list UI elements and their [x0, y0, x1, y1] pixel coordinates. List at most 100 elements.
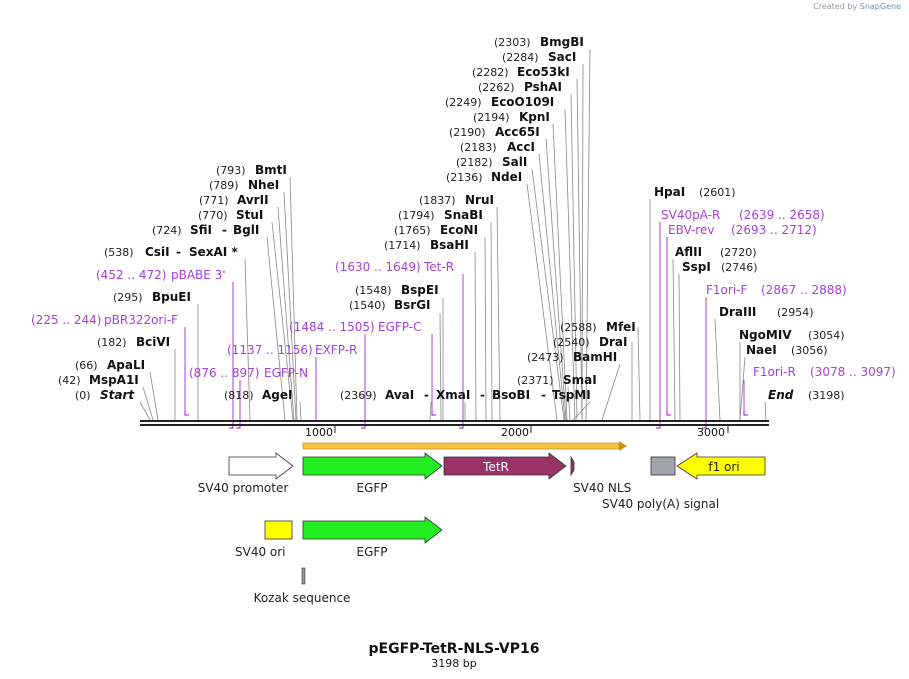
- site-22-name: Acc65I: [495, 125, 540, 139]
- primer-leader-lines: [184, 222, 745, 428]
- svg-text:-: -: [222, 223, 227, 237]
- site-12-name2: XmaI: [436, 388, 470, 402]
- feature-f1-ori[interactable]: [676, 452, 766, 480]
- plasmid-length: 3198 bp: [431, 657, 476, 670]
- svg-text:-: -: [541, 388, 546, 402]
- site-28-pos: (2303): [494, 36, 531, 49]
- orf-bar: [302, 441, 627, 451]
- site-7-pos: (770): [198, 209, 228, 222]
- site-39-name: End: [768, 388, 794, 402]
- site-38-pos: (3056): [791, 344, 828, 357]
- site-27-pos: (2284): [502, 51, 539, 64]
- ruler-label-1000: 1000: [305, 426, 333, 439]
- primer-3-name: EXFP-R: [315, 343, 357, 357]
- site-20-name: SalI: [502, 155, 527, 169]
- feature-kozak-label: Kozak sequence: [254, 591, 351, 605]
- feature-egfp-2[interactable]: [302, 516, 443, 544]
- primer-2-range: (876 .. 897): [189, 366, 259, 380]
- site-8-name: AvrII: [237, 193, 269, 207]
- site-36-pos: (2954): [777, 306, 814, 319]
- site-37-name: NgoMIV: [739, 328, 792, 342]
- backbone-top-strand: [140, 420, 769, 422]
- site-5-pos: (538): [104, 246, 134, 259]
- site-11-name: AgeI: [262, 388, 292, 402]
- primer-9-range: (3078 .. 3097): [810, 365, 896, 379]
- primer-1-name: pBABE 3': [171, 268, 226, 282]
- site-16-name: EcoNI: [440, 223, 478, 237]
- feature-tetr[interactable]: [443, 452, 567, 480]
- feature-kozak-sequence[interactable]: [301, 567, 306, 585]
- site-33-name: HpaI: [654, 185, 685, 199]
- site-3-name: BciVI: [136, 335, 170, 349]
- feature-sv40-polya-signal[interactable]: [650, 456, 676, 476]
- site-26-name: Eco53kI: [517, 65, 570, 79]
- site-2-pos: (66): [75, 359, 98, 372]
- primer-8-name: F1ori-F: [706, 283, 747, 297]
- site-leader-lines: [139, 48, 767, 421]
- site-4-name: BpuEI: [152, 290, 191, 304]
- site-32-pos: (2588): [560, 321, 597, 334]
- site-5-name: CsiI: [145, 245, 170, 259]
- site-15-pos: (1714): [384, 239, 421, 252]
- backbone-bottom-strand: [140, 424, 769, 426]
- primer-6-name: SV40pA-R: [661, 208, 720, 222]
- svg-text:-: -: [424, 388, 429, 402]
- site-20-pos: (2182): [456, 156, 493, 169]
- feature-sv40-ori-label: SV40 ori: [235, 545, 286, 559]
- feature-sv40-nls-label: SV40 NLS: [573, 481, 631, 495]
- site-10-pos: (793): [216, 164, 246, 177]
- site-18-name: NruI: [465, 193, 494, 207]
- site-27-name: SacI: [548, 50, 576, 64]
- snapgene-credit: Created by SnapGene: [813, 2, 901, 11]
- site-0-name: Start: [100, 388, 135, 402]
- site-12-name3: BsoBI: [492, 388, 530, 402]
- svg-text:-: -: [480, 388, 485, 402]
- primer-9-name: F1ori-R: [753, 365, 796, 379]
- feature-egfp[interactable]: [302, 452, 443, 480]
- site-14-name: BspEI: [401, 283, 439, 297]
- site-28-name: BmgBI: [540, 35, 584, 49]
- site-12-pos: (2369): [340, 389, 377, 402]
- site-3-pos: (182): [97, 336, 127, 349]
- site-38-name: NaeI: [746, 343, 777, 357]
- site-18-pos: (1837): [419, 194, 456, 207]
- site-14-pos: (1548): [355, 284, 392, 297]
- site-12-name: AvaI: [385, 388, 414, 402]
- site-10-name: BmtI: [255, 163, 287, 177]
- site-6-name2: BglI: [233, 223, 259, 237]
- feature-sv40-promoter-label: SV40 promoter: [198, 481, 289, 495]
- site-21-name: AccI: [507, 140, 535, 154]
- site-16-pos: (1765): [394, 224, 431, 237]
- snapgene-logo: SnapGene: [859, 2, 901, 11]
- site-12-name4: TspMI: [552, 388, 591, 402]
- feature-sv40-promoter[interactable]: [228, 452, 294, 480]
- site-24-pos: (2249): [445, 96, 482, 109]
- site-31-pos: (2540): [553, 336, 590, 349]
- site-7-name: StuI: [236, 208, 263, 222]
- site-11-pos: (818): [224, 389, 254, 402]
- primer-labels: (225 .. 244) pBR322ori-F (452 .. 472) pB…: [31, 208, 896, 380]
- site-22-pos: (2190): [449, 126, 486, 139]
- site-0-pos: (0): [75, 389, 91, 402]
- primer-5-name: Tet-R: [423, 260, 454, 274]
- site-9-name: NheI: [248, 178, 279, 192]
- site-4-pos: (295): [113, 291, 143, 304]
- ruler-ticks: [334, 426, 729, 433]
- feature-sv40-polya-label: SV40 poly(A) signal: [602, 497, 719, 511]
- feature-f1-ori-label: f1 ori: [708, 460, 739, 474]
- site-25-name: PshAI: [524, 80, 562, 94]
- site-23-pos: (2194): [473, 111, 510, 124]
- primer-0-name: pBR322ori-F: [104, 313, 178, 327]
- feature-sv40-ori[interactable]: [264, 520, 293, 540]
- site-36-name: DraIII: [719, 305, 756, 319]
- site-39-pos: (3198): [808, 389, 845, 402]
- feature-sv40-nls[interactable]: [570, 455, 575, 477]
- site-30-name: BamHI: [573, 350, 617, 364]
- site-30-pos: (2473): [527, 351, 564, 364]
- site-19-name: NdeI: [491, 170, 522, 184]
- site-6-pos: (724): [152, 224, 182, 237]
- site-17-pos: (1794): [398, 209, 435, 222]
- primer-7-range: (2693 .. 2712): [731, 223, 817, 237]
- primer-4-range: (1484 .. 1505): [289, 320, 375, 334]
- site-35-name: SspI: [682, 260, 711, 274]
